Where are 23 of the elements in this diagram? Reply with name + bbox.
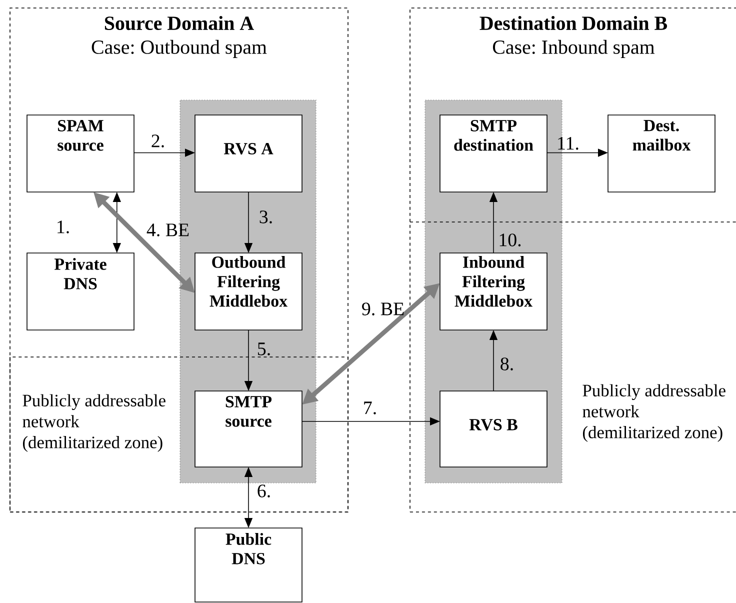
edge-label: 7. (364, 402, 376, 414)
component-box: Outbound Filtering Middlebox (194, 252, 302, 330)
component-box: RVS A (194, 114, 302, 192)
edge-label: 3. (260, 210, 272, 224)
component-box: SMTP destination (440, 114, 548, 192)
edge-label: 9. BE (362, 302, 404, 316)
component-box: SMTP source (194, 390, 302, 468)
edge-label: 8. (500, 358, 513, 370)
edge-label: 4. BE (146, 224, 189, 236)
edge-label: 5. (258, 342, 270, 356)
component-box: Dest. mailbox (608, 114, 716, 192)
component-box: Inbound Filtering Middlebox (440, 252, 548, 330)
edge-label: 10. (500, 234, 521, 246)
edge-label: 6. (258, 484, 270, 498)
component-box: Private DNS (26, 252, 134, 330)
edge-label: 2. (152, 134, 164, 148)
zone-label: Publicly addressable network (demilitarized zone) (582, 384, 726, 442)
edge-label: 11. (558, 137, 578, 150)
zone-label: Publicly addressable network (demilitarized zone) (22, 394, 166, 452)
component-box: SPAM source (26, 114, 134, 192)
component-box: Public DNS (194, 528, 302, 602)
edge-label: 1. (58, 220, 69, 234)
component-box: RVS B (440, 390, 548, 468)
